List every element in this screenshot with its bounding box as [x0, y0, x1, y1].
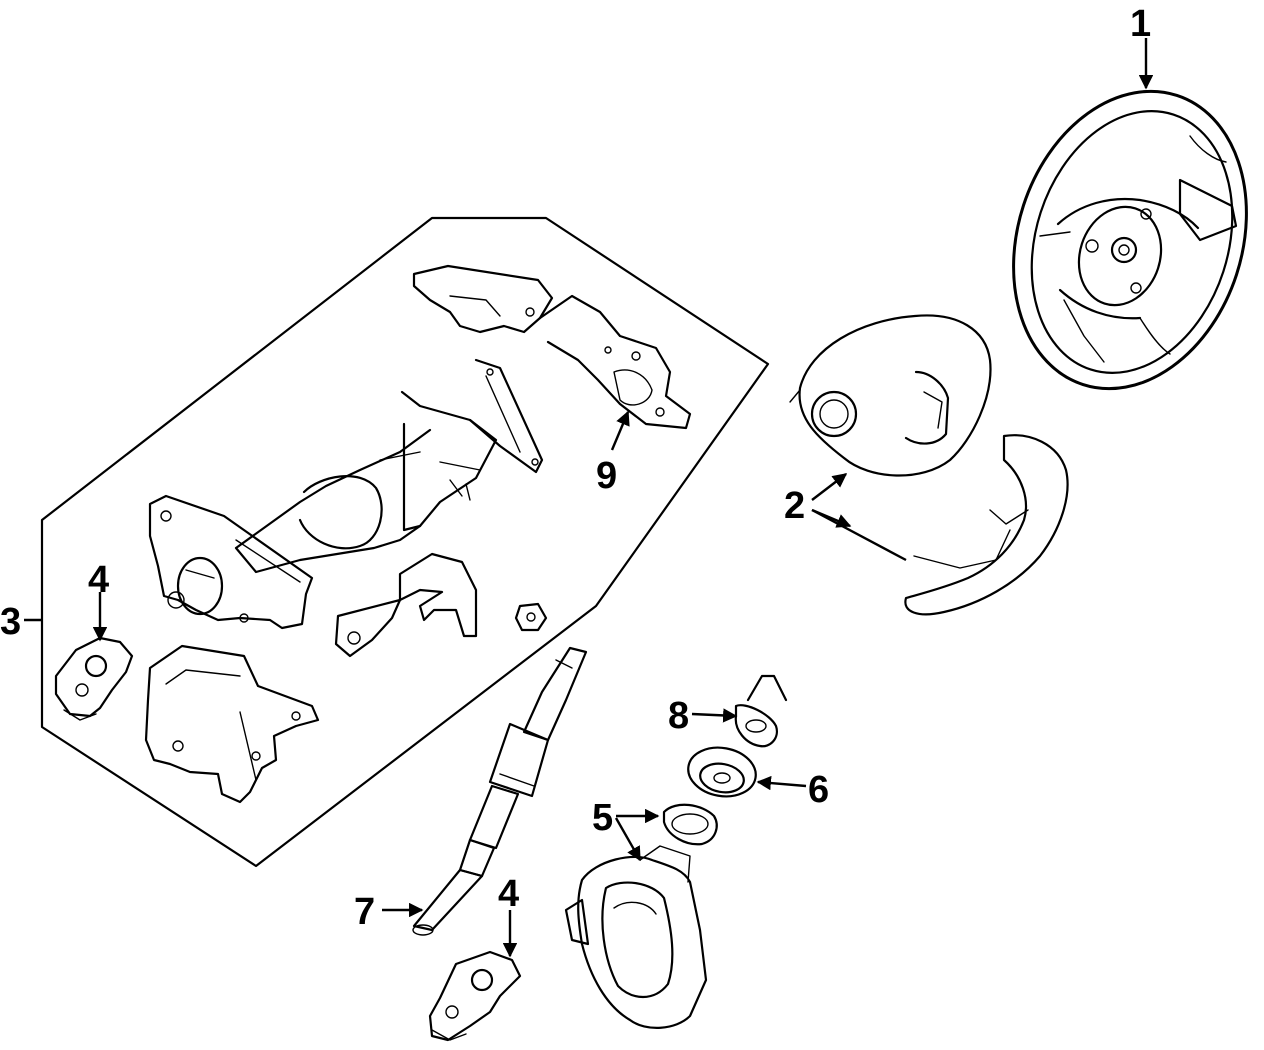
callout-7: 7	[354, 891, 375, 933]
tilt-lever[interactable]	[334, 598, 402, 658]
callout-5: 5	[592, 797, 613, 839]
steering-shaft[interactable]	[412, 646, 588, 936]
leader-9	[610, 410, 630, 451]
airbag-module[interactable]	[789, 314, 992, 477]
bushing-clip[interactable]	[734, 674, 788, 748]
column-support-brace[interactable]	[144, 644, 320, 804]
callout-2: 2	[784, 485, 805, 527]
universal-joint-lower[interactable]	[428, 950, 522, 1042]
lower-column-bracket[interactable]	[148, 494, 314, 630]
tilt-bracket[interactable]	[398, 552, 478, 638]
upper-mounting-bracket[interactable]	[412, 264, 692, 430]
steering-wheel-lower-cover[interactable]	[904, 434, 1069, 616]
leader-5b	[614, 817, 642, 862]
callout-6: 6	[808, 769, 829, 811]
steering-wheel[interactable]	[977, 61, 1264, 419]
column-assembly-boundary	[40, 216, 770, 868]
column-nut[interactable]	[514, 602, 548, 632]
leader-2c	[811, 508, 907, 562]
steering-column[interactable]	[234, 358, 544, 574]
steering-boot-clamp[interactable]	[662, 803, 718, 846]
callout-9: 9	[596, 455, 617, 497]
callout-4-upper: 4	[88, 559, 109, 601]
callout-4-lower: 4	[498, 873, 519, 915]
leader-2a	[811, 473, 848, 501]
leader-8	[691, 708, 738, 723]
universal-joint-upper[interactable]	[54, 636, 134, 721]
callout-1: 1	[1130, 3, 1151, 45]
column-seal[interactable]	[684, 742, 759, 801]
leader-6	[756, 775, 807, 791]
steering-boot[interactable]	[564, 845, 708, 1029]
callout-3: 3	[0, 601, 21, 643]
callout-8: 8	[668, 695, 689, 737]
